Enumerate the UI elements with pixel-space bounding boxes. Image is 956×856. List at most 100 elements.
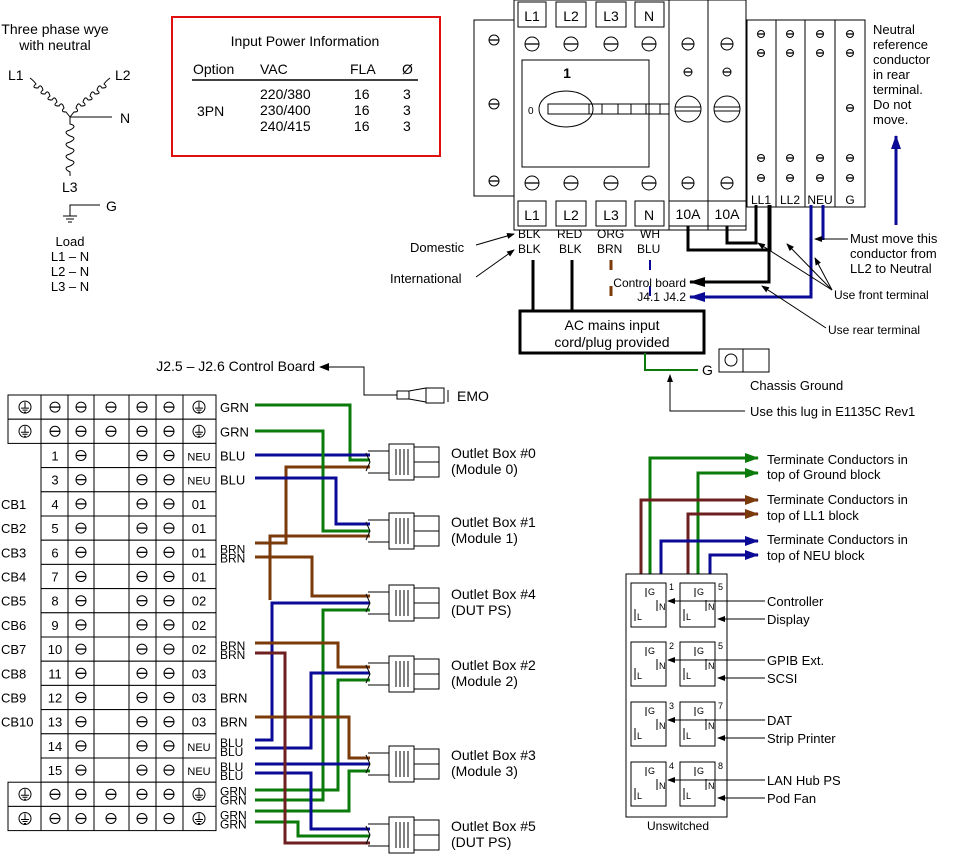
device-label: Strip Printer: [767, 731, 836, 746]
pin-n-label: N: [659, 781, 666, 791]
fla-row-3: 16: [354, 118, 370, 134]
wire-control-board-j42: [689, 205, 813, 302]
screw-icon: [75, 788, 87, 800]
wire-color-intl-n: BLU: [637, 242, 660, 256]
switch-knob-icon[interactable]: [538, 90, 594, 128]
screw-icon: [136, 788, 148, 800]
pin-n-label: N: [708, 602, 715, 612]
outlet-box[interactable]: Outlet Box #1(Module 1): [365, 512, 536, 550]
terminal-end-label: 01: [192, 570, 206, 585]
screw-icon: [786, 49, 794, 57]
terminal-number: 3: [51, 473, 58, 488]
device-label: GPIB Ext.: [767, 653, 824, 668]
pin-l-label: L: [637, 612, 642, 622]
receptacle-number: 7: [718, 701, 723, 711]
terminal-end-label: 01: [192, 545, 206, 560]
header-fla: FLA: [350, 61, 376, 77]
outlet-box[interactable]: Outlet Box #0(Module 0): [365, 443, 536, 481]
terminate-ground-line1: Terminate Conductors in: [767, 452, 908, 467]
vac-row-1: 220/380: [260, 86, 311, 102]
device-label: SCSI: [767, 671, 797, 686]
screw-icon: [757, 154, 765, 162]
wire-color-label: BRN: [220, 639, 245, 653]
wire-color-label: GRN: [220, 793, 247, 807]
lug-hole-icon: [724, 353, 738, 367]
terminal-end-label: NEU: [187, 476, 210, 488]
screw-icon: [75, 450, 87, 461]
screw-icon: [163, 522, 175, 534]
terminal-end-label: 01: [192, 497, 206, 512]
screw-icon: [757, 30, 765, 38]
pin-g-label: G: [648, 646, 655, 656]
outlet-boxes: Outlet Box #0(Module 0) Outlet Box #1(Mod…: [365, 443, 536, 854]
pin-g-label: G: [648, 706, 655, 716]
screw-icon: [816, 30, 824, 38]
pin-n-label: N: [659, 602, 666, 612]
header-vac: VAC: [260, 61, 288, 77]
emo-label: EMO: [457, 388, 489, 404]
wire-chassis-ground: [644, 353, 698, 371]
circuit-breaker-label: CB10: [1, 715, 34, 730]
emo-connector-icon[interactable]: [396, 387, 449, 404]
outlet-box[interactable]: Outlet Box #5(DUT PS): [365, 816, 536, 854]
device-label: DAT: [767, 713, 792, 728]
wire-blu-box2: [255, 671, 370, 750]
wire-color-intl-l1: BLK: [518, 242, 541, 256]
screw-icon: [816, 174, 824, 182]
outlet-box-sub: (DUT PS): [451, 834, 511, 850]
screw-icon: [603, 36, 619, 52]
wye-title-line1: Three phase wye: [1, 21, 109, 37]
wire-color-label: BLU: [220, 745, 243, 759]
outlet-box-sub: (Module 0): [451, 461, 518, 477]
ground-terminal-icon: [192, 424, 206, 438]
terminal-number: 8: [51, 594, 58, 609]
fla-row-2: 16: [354, 102, 370, 118]
outlet-box[interactable]: Outlet Box #4(DUT PS): [365, 584, 536, 622]
screw-icon: [163, 450, 175, 461]
wire-color-label: BRN: [220, 691, 247, 706]
terminal-row: [7, 418, 217, 444]
screw-icon: [720, 176, 734, 190]
wire-blu-box5: [255, 771, 370, 831]
wire-blu-box4: [255, 601, 370, 742]
outlet-box[interactable]: Outlet Box #2(Module 2): [365, 655, 536, 693]
screw-icon: [163, 546, 175, 558]
outlet-box[interactable]: Outlet Box #3(Module 3): [365, 745, 536, 783]
bottom-label-n: N: [644, 207, 654, 223]
coil-l3-icon: [65, 117, 75, 176]
screw-icon: [75, 571, 87, 582]
ac-mains-line1: AC mains input: [565, 317, 660, 333]
screw-icon: [163, 619, 175, 631]
screw-icon: [757, 49, 765, 57]
wire-grn-box1: [255, 429, 370, 533]
screw-icon: [49, 425, 61, 437]
screw-icon: [603, 175, 619, 191]
pin-l-label: L: [637, 731, 642, 741]
screw-icon: [163, 788, 175, 800]
screw-icon: [163, 425, 175, 437]
wire-color-intl-l3: BRN: [597, 242, 622, 256]
phase-row-3: 3: [403, 118, 411, 134]
screw-icon: [136, 571, 148, 582]
ground-terminal-icon: [18, 812, 32, 825]
screw-icon: [163, 667, 175, 679]
outlet-box-name: Outlet Box #3: [451, 747, 536, 763]
device-label: LAN Hub PS: [767, 773, 841, 788]
wire-color-label: BRN: [220, 542, 245, 556]
coil-l2-icon: [69, 77, 111, 118]
screw-icon: [49, 401, 61, 413]
bottom-label-l2: L2: [563, 207, 579, 223]
neutral-note: Neutral reference conductor in rear term…: [873, 22, 931, 127]
block-g-label: G: [845, 193, 854, 207]
terminal-number: 14: [48, 739, 62, 754]
